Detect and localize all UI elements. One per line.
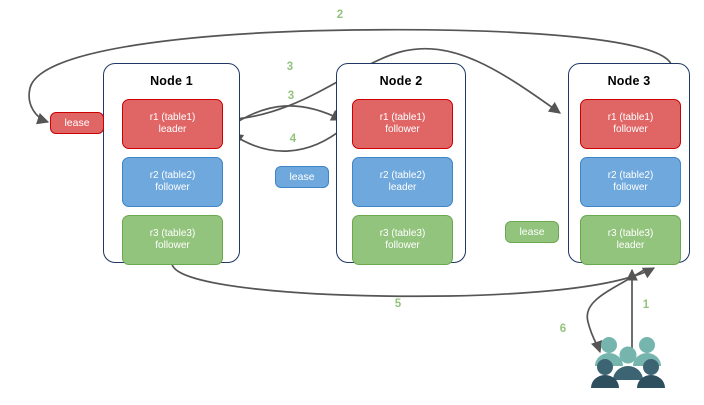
replica-role: follower (385, 240, 420, 251)
replica-name: r3 (table3) (379, 227, 426, 239)
replica-node1-r1: r1 (table1) leader (122, 99, 223, 149)
replica-role: leader (616, 240, 645, 251)
replica-node3-r1: r1 (table1) follower (580, 99, 681, 149)
lease-label: lease (519, 226, 545, 238)
replica-name: r1 (table1) (149, 111, 196, 123)
lease-chip-red: lease (50, 112, 104, 134)
step-label-5: 5 (394, 298, 402, 310)
node-container-node1: Node 1 r1 (table1) leader r2 (table2) fo… (103, 63, 240, 265)
node-title-node2: Node 2 (379, 74, 423, 88)
replica-node2-r2: r2 (table2) leader (352, 157, 453, 207)
replica-role: follower (155, 240, 190, 251)
edge-5-node1-to-node3 (171, 263, 656, 298)
step-label-2: 2 (336, 9, 344, 21)
replica-node1-r2: r2 (table2) follower (122, 157, 223, 207)
replica-role: follower (613, 124, 648, 135)
step-label-4: 4 (289, 133, 297, 145)
node-title-node3: Node 3 (607, 74, 651, 88)
lease-label: lease (289, 171, 315, 183)
replica-role: leader (388, 182, 417, 193)
edge-2-node3-to-lease-red (28, 28, 673, 125)
replica-role: follower (385, 124, 420, 135)
replica-node3-r2: r2 (table2) follower (580, 157, 681, 207)
node-title-node1: Node 1 (150, 74, 193, 88)
replica-name: r3 (table3) (149, 227, 196, 239)
edge-4-node2-to-node1 (231, 125, 347, 152)
replica-role: follower (155, 182, 190, 193)
replica-name: r3 (table3) (607, 227, 654, 239)
step-label-3-lower: 3 (287, 90, 295, 102)
lease-chip-blue: lease (275, 166, 329, 188)
replica-role: leader (158, 124, 187, 135)
users-icon (591, 337, 665, 388)
lease-label: lease (64, 117, 90, 129)
edge-6-node3-to-users (586, 269, 645, 354)
replica-name: r2 (table2) (607, 169, 654, 181)
replica-role: follower (613, 182, 648, 193)
replica-node3-r3: r3 (table3) leader (580, 215, 681, 265)
node-container-node3: Node 3 r1 (table1) follower r2 (table2) … (568, 63, 690, 265)
replica-node2-r1: r1 (table1) follower (352, 99, 453, 149)
replica-name: r2 (table2) (379, 169, 426, 181)
node-container-node2: Node 2 r1 (table1) follower r2 (table2) … (336, 63, 466, 265)
lease-chip-green: lease (505, 221, 559, 243)
edge-3-node1-to-node2 (227, 105, 344, 129)
edge-3-node1-to-node3 (221, 47, 561, 121)
replica-node2-r3: r3 (table3) follower (352, 215, 453, 265)
step-label-1: 1 (642, 299, 650, 311)
replica-node1-r3: r3 (table3) follower (122, 215, 223, 265)
replica-name: r2 (table2) (149, 169, 196, 181)
replica-name: r1 (table1) (607, 111, 654, 123)
replica-name: r1 (table1) (379, 111, 426, 123)
step-label-6: 6 (559, 323, 567, 335)
step-label-3-upper: 3 (286, 61, 294, 73)
